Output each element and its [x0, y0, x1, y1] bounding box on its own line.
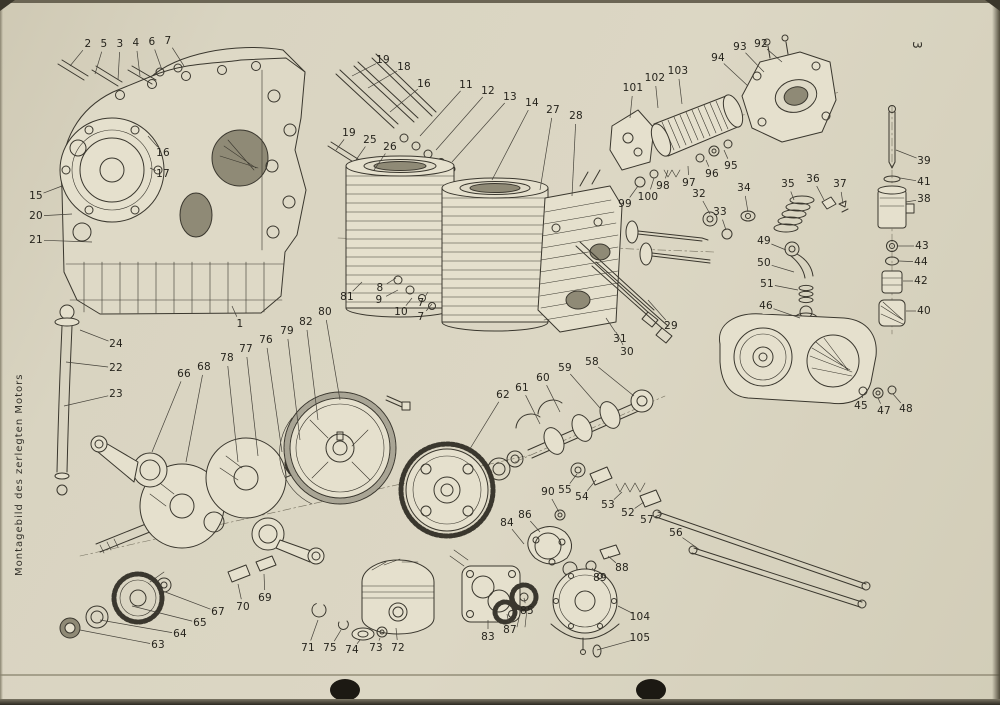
- valve-lifters: [570, 462, 871, 609]
- piston: [311, 558, 435, 641]
- page-edge-top: [0, 0, 1000, 3]
- page-corner-topright: [985, 0, 1000, 11]
- drive-gears: [59, 555, 277, 639]
- valve-springs: [702, 195, 849, 240]
- cylinder-head: [537, 169, 623, 333]
- page-number: 3: [909, 41, 924, 49]
- dipstick-tube: [54, 304, 80, 496]
- crank-pulley: [279, 391, 411, 505]
- oil-pressure-relief: [877, 105, 915, 327]
- page-edge-left: [0, 0, 3, 705]
- crankshaft: [90, 435, 325, 565]
- page-edge-right: [992, 0, 1000, 705]
- crankcase: [57, 47, 307, 315]
- distributor-drive: [609, 34, 837, 188]
- oil-pump: [449, 509, 621, 628]
- punch-hole-right: [636, 679, 666, 701]
- oil-filler-housing: [719, 305, 897, 405]
- page-bottom-shadow: [0, 674, 1000, 676]
- camshaft: [515, 389, 654, 459]
- side-caption: Montagebild des zerlegten Motors: [14, 373, 25, 576]
- page-corner-topleft: [0, 0, 15, 11]
- cylinders: [345, 155, 549, 332]
- oil-strainer: [550, 561, 620, 658]
- valves: [625, 220, 711, 266]
- timing-gear: [398, 441, 524, 539]
- breather-elbow: [784, 241, 814, 304]
- punch-hole-left: [330, 679, 360, 701]
- page-edge-bottom: [0, 699, 1000, 705]
